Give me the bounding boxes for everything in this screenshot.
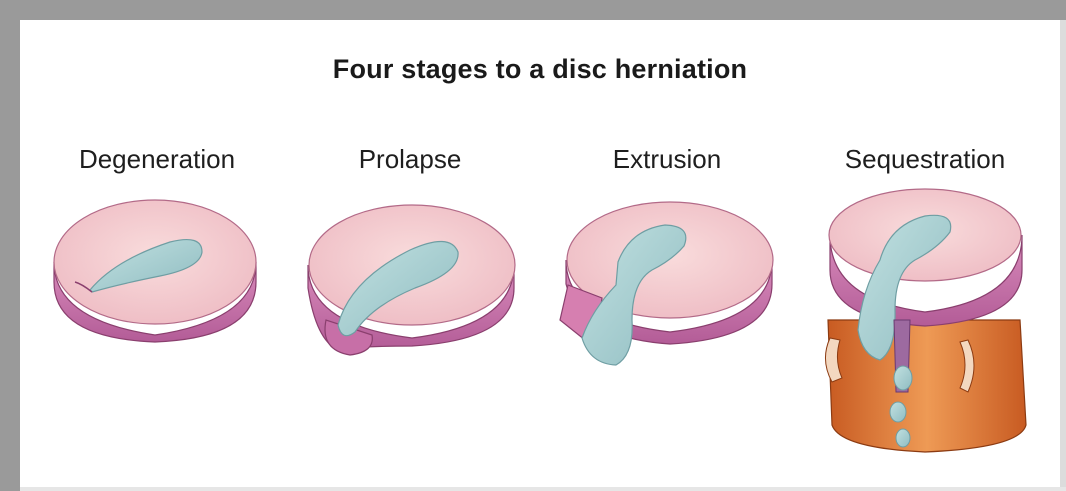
window-frame-left xyxy=(0,0,20,491)
disc-sequestration-icon xyxy=(825,189,1026,452)
disc-illustrations xyxy=(20,20,1060,487)
window-frame-bottom xyxy=(20,487,1066,491)
window-frame-top xyxy=(0,0,1066,20)
disc-extrusion-icon xyxy=(560,202,773,365)
disc-degeneration-icon xyxy=(54,200,256,342)
diagram-panel: Four stages to a disc herniation Degener… xyxy=(20,20,1060,487)
disc-prolapse-icon xyxy=(308,205,515,355)
window-frame-right xyxy=(1060,20,1066,491)
